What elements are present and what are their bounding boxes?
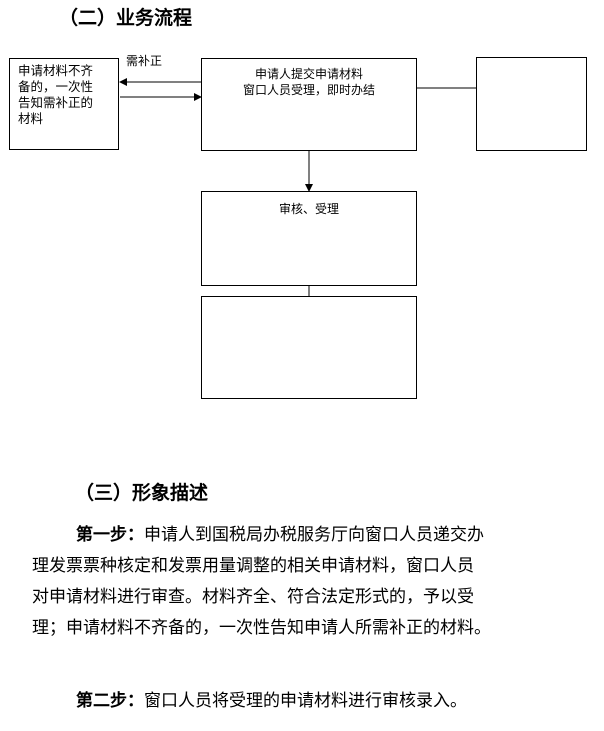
paragraph-step-1: 第一步：申请人到国税局办税服务厅向窗口人员递交办 理发票票种核定和发票用量调整的…	[32, 520, 588, 644]
section-heading-business-process: （二）业务流程	[59, 7, 193, 29]
section-heading-description: （三）形象描述	[75, 482, 209, 504]
flow-box-line: 审核、受理	[278, 202, 339, 216]
step-1-text: 申请人到国税局办税服务厅向窗口人员递交办	[144, 525, 484, 545]
step-2-label: 第二步：	[76, 691, 144, 711]
flow-box-line: 告知需补正的	[18, 95, 94, 110]
step-1-text: 理发票票种核定和发票用量调整的相关申请材料，窗口人员	[32, 556, 474, 576]
flow-box-review-accept: 审核、受理	[201, 191, 417, 286]
flow-box-incomplete-materials: 申请材料不齐 备的，一次性 告知需补正的 材料	[9, 58, 119, 150]
flow-box-line: 申请材料不齐	[18, 63, 94, 78]
flow-box-empty-right	[476, 57, 587, 151]
flow-box-line: 材料	[18, 111, 44, 126]
step-1-text: 理；申请材料不齐备的，一次性告知申请人所需补正的材料。	[32, 618, 491, 638]
step-1-text: 对申请材料进行审查。材料齐全、符合法定形式的，予以受	[32, 587, 474, 607]
flow-box-submit-application: 申请人提交申请材料 窗口人员受理，即时办结	[201, 58, 417, 151]
step-1-label: 第一步：	[76, 525, 144, 545]
flow-box-line: 备的，一次性	[18, 79, 94, 94]
step-2-text: 窗口人员将受理的申请材料进行审核录入。	[144, 691, 467, 711]
flow-box-empty-bottom	[201, 296, 417, 399]
flow-box-line: 窗口人员受理，即时办结	[242, 83, 375, 97]
arrow-label-needs-correction: 需补正	[126, 54, 163, 68]
paragraph-step-2: 第二步：窗口人员将受理的申请材料进行审核录入。	[32, 686, 588, 717]
flow-box-line: 申请人提交申请材料	[254, 67, 363, 81]
